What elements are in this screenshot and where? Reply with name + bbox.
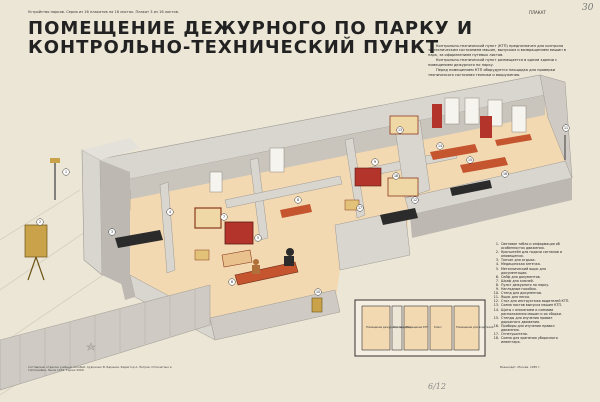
page-mark: 30: [582, 3, 594, 13]
fence: [0, 284, 211, 391]
ktp-stand: [354, 167, 382, 187]
callout-label: 10: [316, 290, 320, 294]
duty-console: [221, 249, 253, 268]
signal-cabinet: [24, 224, 48, 258]
callout-label: 17: [358, 206, 362, 210]
cot: [115, 230, 163, 248]
soldier-figure: [252, 265, 260, 274]
legend-item: 14.Щиты с описанием и схемами расположен…: [493, 307, 562, 316]
legend-item: 2.Кронштейн для подачи сигналов и оповещ…: [495, 250, 563, 259]
instruction-board: [194, 207, 222, 229]
title-line-2: КОНТРОЛЬНО-ТЕХНИЧЕСКИЙ ПУНКТ: [28, 37, 440, 58]
callout-label: 16: [503, 172, 507, 176]
legend-item: 4.Медицинская аптечка.: [495, 262, 541, 267]
legend-item: 3.Топчан для отдыха.: [495, 258, 536, 263]
class-table-3: [495, 134, 532, 146]
plan-label: Коридор: [393, 325, 405, 329]
legend-item: 17.Огнетушители.: [493, 332, 528, 337]
callout-marker: [62, 168, 70, 176]
class-board: [389, 115, 419, 135]
poster-code: ПЛАКАТ: [529, 10, 546, 15]
plan-label: Помещение дежурного по парку: [366, 325, 411, 329]
ktp-table: [280, 204, 312, 218]
callout-label: 5: [257, 236, 259, 240]
furniture: [115, 104, 532, 286]
legend-item: 12.Стол для инструктажа водителей КТП.: [493, 299, 570, 304]
callout-label: 7: [223, 215, 225, 219]
handwritten-note: 6/12: [428, 382, 446, 391]
callout-label: 6: [231, 280, 233, 284]
class-desk: [450, 180, 492, 196]
sand-box: [194, 249, 210, 261]
ktp-desk: [380, 208, 418, 225]
plan-label: Класс: [434, 325, 443, 329]
callout-label: 2: [39, 220, 41, 224]
callout-label: 3: [111, 230, 113, 234]
legend-item: 16.Приборы для изучения правил движения.: [493, 323, 555, 332]
class-stand-2: [480, 116, 492, 138]
legend-item: 1.Световое табло и информация об особенн…: [495, 242, 560, 251]
legend-item: 10.Стенд для документов.: [493, 291, 542, 296]
description: Контрольно-технический пункт (КТП) предн…: [428, 44, 566, 79]
left-end-wall: [81, 149, 103, 276]
callout-label: 15: [468, 158, 472, 162]
title-line-1: ПОМЕЩЕНИЕ ДЕЖУРНОГО ПО ПАРКУ И: [28, 18, 474, 39]
floor-plan: Помещение дежурного по парку Коридор Пом…: [354, 299, 494, 357]
legend: 1.Световое табло и информация об особенн…: [492, 242, 572, 344]
class-stand: [432, 104, 442, 128]
legend-item: 6.Сейф для документов.: [495, 274, 541, 279]
legend-item: 18.Схема для хранения уборочного инвента…: [493, 336, 558, 345]
callout-label: 18: [394, 174, 398, 178]
legend-item: 11.Ящик для песка.: [493, 295, 531, 300]
callout-label: 11: [564, 126, 568, 130]
callout-label: 4: [169, 210, 171, 214]
outdoor-equipment: [24, 135, 566, 313]
imprint-publisher: Воениздат. Москва. 1985 г.: [500, 365, 541, 369]
callout-label: 12: [413, 198, 417, 202]
class-table-1: [430, 144, 478, 160]
legend-item: 15.Стенды для изучения правил дорожного …: [493, 315, 553, 324]
plan-label: Помещение для водителей: [456, 325, 494, 329]
description-paragraph: Контрольно-технический пункт размещается…: [428, 58, 558, 67]
callout-label: 13: [398, 128, 402, 132]
left-end-wall-side: [100, 160, 130, 288]
description-paragraph: Контрольно-технический пункт (КТП) предн…: [428, 44, 566, 57]
legend-item: 5.Металлический ящик для документации.: [495, 266, 546, 275]
imprint: Составлено отделом учебных пособий. Худо…: [28, 365, 172, 373]
class-table-2: [460, 157, 508, 173]
duty-desk: [234, 261, 299, 286]
duty-officer: [284, 256, 294, 266]
fire-extinguisher: [311, 297, 323, 313]
plan-label: Помещение КТП: [406, 325, 428, 329]
callout-label: 1: [65, 170, 67, 174]
series-line: Устройство парков. Серия из 16 плакатов …: [28, 10, 179, 14]
poster-title: ПОМЕЩЕНИЕ ДЕЖУРНОГО ПО ПАРКУ И КОНТРОЛЬН…: [28, 19, 473, 57]
callouts: 1 2 3 4 5 6 7 8 9 10 11 12 13 14 15 16 1…: [36, 124, 570, 296]
front-walls: [120, 74, 573, 341]
engine-diagram-board: [387, 177, 419, 197]
callout-label: 8: [297, 198, 299, 202]
legend-item: 13.Схема постов выпуска машин КТП.: [493, 303, 563, 308]
duty-panel: [224, 221, 254, 245]
callout-label: 14: [438, 144, 442, 148]
legend-item: 7.Шкаф для ключей.: [495, 278, 534, 283]
description-paragraph: Перед помещением КТП оборудуется площадк…: [428, 68, 556, 77]
callout-label: 9: [374, 160, 376, 164]
legend-item: 9.Наглядные пособия.: [495, 287, 537, 292]
legend-item: 8.Пульт дежурного по парку.: [495, 282, 550, 287]
duty-officer-head: [286, 248, 294, 256]
left-end-wall-top: [82, 138, 140, 160]
